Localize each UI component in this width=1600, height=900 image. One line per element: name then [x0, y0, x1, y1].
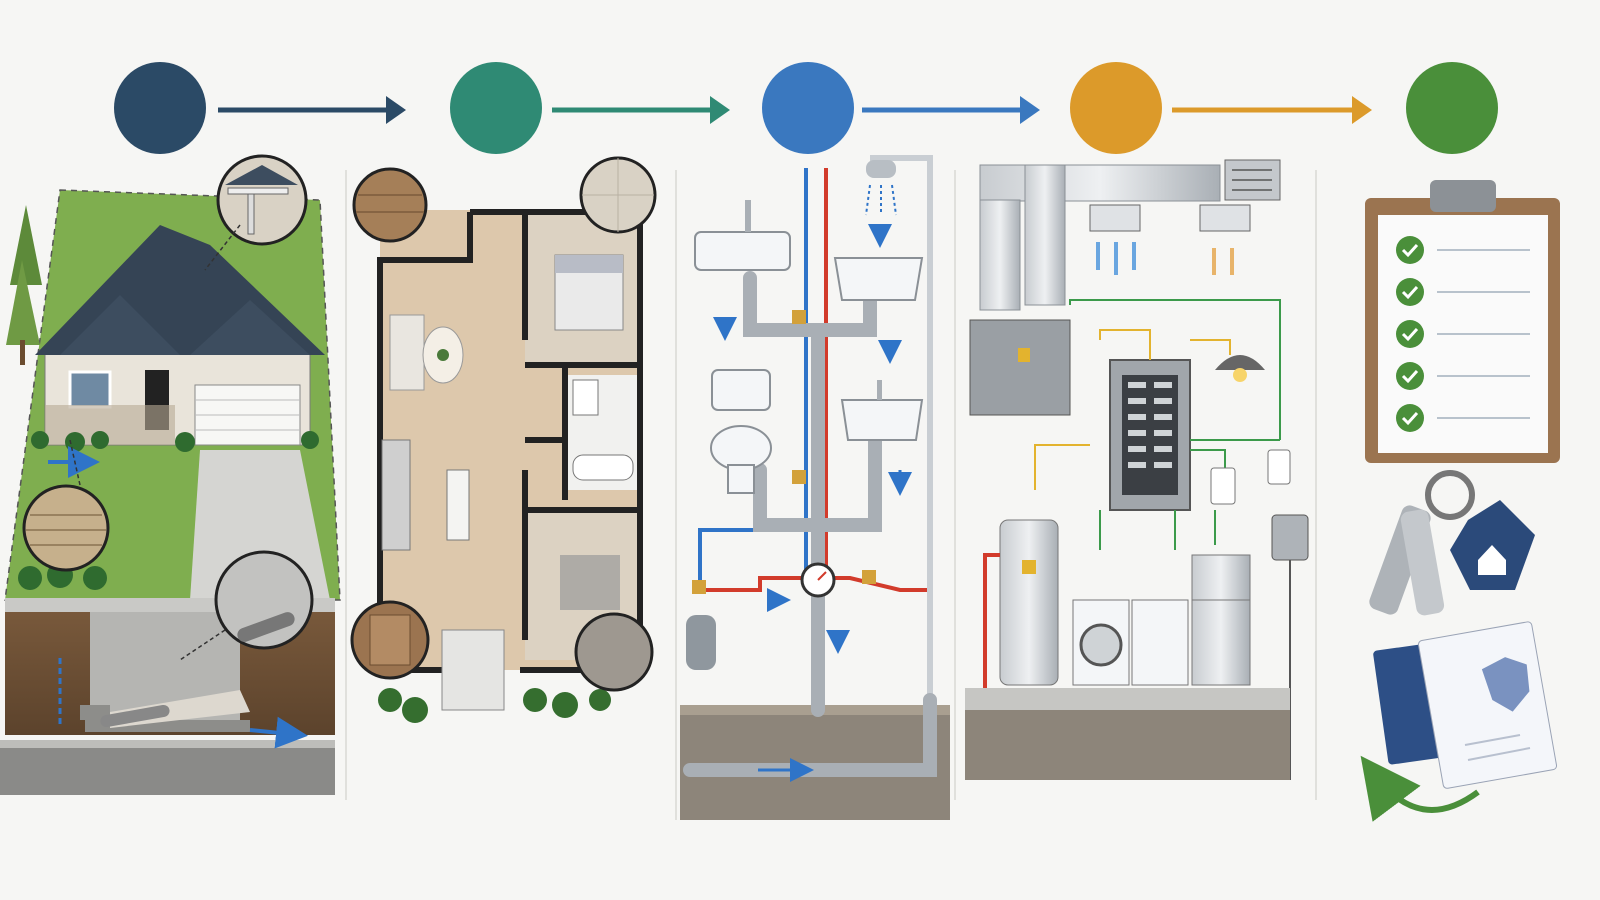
plan-shrubs — [378, 688, 611, 723]
step-3-marker — [762, 62, 854, 154]
checklist-item — [1396, 236, 1530, 264]
panel-plumbing — [680, 155, 950, 820]
expansion-tank-icon — [686, 615, 716, 670]
sink-icon — [694, 200, 791, 271]
material-swatch-carpet — [574, 612, 654, 692]
plan-furniture — [381, 254, 634, 711]
step-5-marker — [1406, 62, 1498, 154]
checklist-item — [1396, 278, 1530, 306]
ductwork — [979, 159, 1281, 311]
checkmark-icon — [1396, 404, 1424, 432]
brick-detail-callout — [22, 484, 110, 572]
valve-fittings — [692, 310, 876, 594]
water-heater-icon — [983, 519, 1059, 690]
connector-1-2 — [218, 96, 406, 124]
pendant-light-icon — [1215, 355, 1265, 382]
checkmark-icon — [1396, 320, 1424, 348]
airflow-arrows — [1096, 242, 1234, 275]
checklist — [1396, 236, 1530, 432]
drain-piping — [683, 271, 937, 777]
step-4-marker — [1070, 62, 1162, 154]
checklist-item — [1396, 362, 1530, 390]
panel-site-foundation — [0, 154, 341, 795]
checkmark-icon — [1396, 236, 1424, 264]
connector-4-5 — [1172, 96, 1372, 124]
utility-slab — [965, 688, 1290, 710]
furnace-icon — [969, 319, 1071, 416]
return-arrow — [1360, 755, 1480, 822]
material-swatch-wood-floor — [352, 167, 428, 243]
checklist-item — [1396, 404, 1530, 432]
gutter-detail-callout — [216, 154, 308, 246]
basin-icon — [833, 257, 924, 301]
panel-floor-plan — [350, 156, 657, 723]
outlet-icon — [1210, 467, 1236, 505]
refrigerator-icon — [1191, 554, 1251, 686]
checklist-item — [1396, 320, 1530, 348]
material-swatch-stone-tile — [579, 156, 657, 234]
electrical-panel-icon — [1109, 359, 1191, 511]
toilet-icon — [710, 369, 772, 494]
checkmark-icon — [1396, 278, 1424, 306]
connector-3-4 — [862, 96, 1040, 124]
step-connectors — [218, 96, 1372, 124]
material-swatch-cabinet — [350, 600, 430, 680]
panel-hvac-electrical — [965, 159, 1309, 780]
warranty-documents-icon — [1373, 621, 1558, 789]
clipboard-icon — [1365, 180, 1560, 463]
step-markers — [114, 62, 1498, 154]
flow-arrows — [713, 224, 912, 782]
checkmark-icon — [1396, 362, 1424, 390]
step-1-marker — [114, 62, 206, 154]
panel-dividers — [345, 170, 1317, 820]
connector-2-3 — [552, 96, 730, 124]
step-2-marker — [450, 62, 542, 154]
tree-icon — [6, 205, 42, 365]
footing-drain-callout — [214, 550, 314, 650]
washer-icon — [1072, 599, 1130, 686]
panel-inspection-handover — [1360, 180, 1560, 822]
shower-head-icon — [865, 160, 897, 216]
house-keys-icon — [1369, 470, 1535, 616]
vanity-sink-icon — [840, 380, 924, 441]
water-meter-icon — [800, 562, 836, 598]
light-switch-icon — [1267, 449, 1291, 485]
wiring — [1034, 299, 1281, 550]
dryer-icon — [1131, 599, 1189, 686]
house-icon — [35, 225, 325, 446]
